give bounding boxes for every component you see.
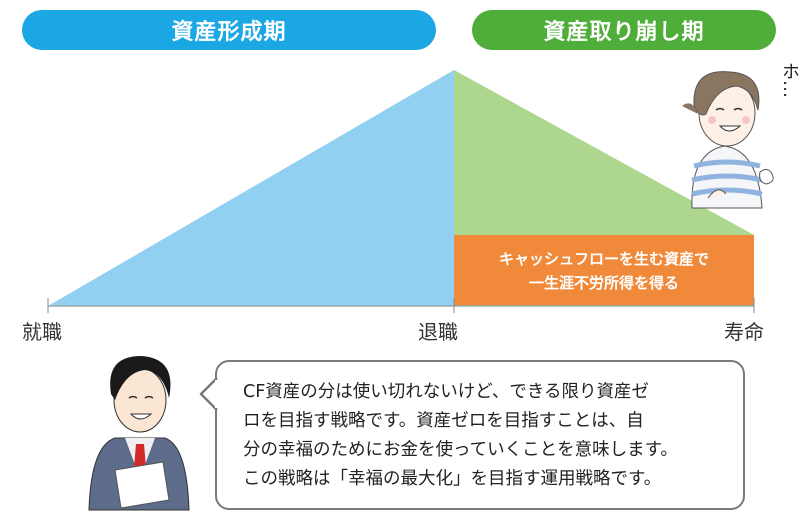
woman-illustration [682,71,774,209]
woman-exclamation: ホ… [776,62,800,98]
man-illustration [88,356,190,511]
phase-drawdown-header: 資産取り崩し期 [472,10,776,50]
cashflow-box-bg [454,235,754,306]
phase-accumulation-label: 資産形成期 [171,20,287,45]
cashflow-asset-box: キャッシュフローを生む資産で 一生涯不労所得を得る [454,235,754,306]
label-employment: 就職 [22,320,62,344]
bubble-line-3: 分の幸福のためにお金を使っていくことを意味します。 [243,440,678,460]
bubble-line-4: この戦略は「幸福の最大化」を目指す運用戦略です。 [243,469,662,489]
cashflow-line-1: キャッシュフローを生む資産で [498,249,709,268]
bubble-line-2: ロを目指す戦略です。資産ゼロを目指すことは、自 [243,411,644,431]
bubble-line-1: CF資産の分は使い切れないけど、できる限り資産ゼ [243,382,650,402]
speech-bubble: CF資産の分は使い切れないけど、できる限り資産ゼ ロを目指す戦略です。資産ゼロを… [215,360,745,510]
phase-accumulation-header: 資産形成期 [22,10,436,50]
cashflow-line-2: 一生涯不労所得を得る [528,273,679,292]
label-lifespan: 寿命 [724,320,764,344]
accumulation-triangle [48,70,454,306]
exclamation-text: ホ… [779,62,800,98]
label-retirement: 退職 [418,320,458,344]
phase-drawdown-label: 資産取り崩し期 [543,20,705,45]
speech-bubble-tail [199,377,220,411]
drawdown-triangle [454,70,754,235]
